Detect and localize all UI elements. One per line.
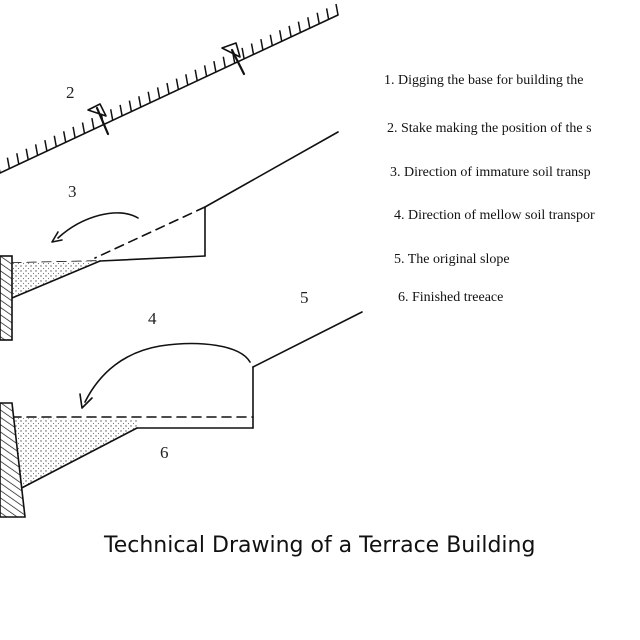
ground-tick <box>269 34 274 46</box>
ground-tick <box>91 117 95 130</box>
ground-tick <box>278 30 283 42</box>
ground-tick <box>138 96 142 108</box>
legend-item-3: 3. Direction of immature soil transp <box>390 165 591 180</box>
ground-tick <box>307 17 311 29</box>
ground-tick <box>16 153 20 165</box>
diagram-title: Technical Drawing of a Terrace Building <box>103 533 535 558</box>
ground-tick <box>25 148 29 160</box>
label-2: 2 <box>66 83 75 102</box>
ground-tick <box>175 78 180 90</box>
upper-transport-arrowhead <box>51 231 63 243</box>
upper-transport-arrow-curve <box>57 212 139 239</box>
ground-tick <box>72 126 76 139</box>
ground-tick <box>260 38 264 51</box>
ground-tick <box>325 8 330 20</box>
legend-item-1: 1. Digging the base for building the <box>384 73 583 88</box>
upper-terrace <box>0 131 339 341</box>
ground-tick <box>53 135 58 147</box>
lower-transport-arrowhead <box>79 393 93 409</box>
legend-item-2: 2. Stake making the position of the s <box>387 121 592 136</box>
upper-cut-floor <box>99 255 206 262</box>
ground-tick <box>185 74 189 86</box>
legend-item-4: 4. Direction of mellow soil transpor <box>394 208 595 223</box>
legend-item-5: 5. The original slope <box>394 252 510 267</box>
ground-tick <box>156 87 161 99</box>
ground-surface-line <box>0 3 339 174</box>
lower-retaining-wall <box>0 402 26 518</box>
ground-tick <box>34 144 39 156</box>
label-4: 4 <box>148 309 157 328</box>
legend-item-6: 6. Finished treeace <box>398 290 503 305</box>
ground-tick <box>109 109 114 121</box>
label-5: 5 <box>300 288 309 307</box>
ground-tick <box>119 104 123 117</box>
lower-terrace <box>0 311 363 518</box>
upper-slope-dashed-extension <box>94 206 206 259</box>
ground-tick <box>297 21 302 33</box>
lower-fill-slope-line <box>11 427 138 494</box>
ground-tick <box>62 131 67 143</box>
stake-marker-1 <box>87 103 110 136</box>
ground-tick <box>166 82 170 95</box>
ground-tick <box>288 25 292 38</box>
ground-tick <box>6 157 11 169</box>
ground-tick <box>213 60 217 73</box>
ground-tick <box>335 3 339 16</box>
upper-retaining-wall <box>0 255 13 341</box>
label-3: 3 <box>68 182 77 201</box>
ground-tick <box>316 12 320 24</box>
upper-original-slope-line <box>204 131 339 208</box>
label-6: 6 <box>160 443 169 462</box>
lower-original-slope-line <box>252 311 363 368</box>
ground-tick <box>250 43 255 55</box>
ground-tick <box>147 91 151 103</box>
ground-tick <box>44 139 48 152</box>
ground-tick <box>203 65 208 77</box>
upper-fill-slope-line <box>11 260 101 299</box>
legend: 1. Digging the base for building the 2. … <box>384 73 595 305</box>
ground-tick <box>81 122 86 134</box>
ground-tick <box>128 100 133 112</box>
stake-marker-2 <box>221 42 246 76</box>
ground-hatch-ticks <box>0 3 339 173</box>
ground-tick <box>194 69 198 81</box>
lower-transport-arrow-curve <box>84 342 251 403</box>
ground-tick <box>222 56 227 68</box>
upper-terrace-level-dashed <box>11 260 101 264</box>
ground-tick <box>241 47 245 60</box>
lower-fill-soil <box>12 418 137 493</box>
